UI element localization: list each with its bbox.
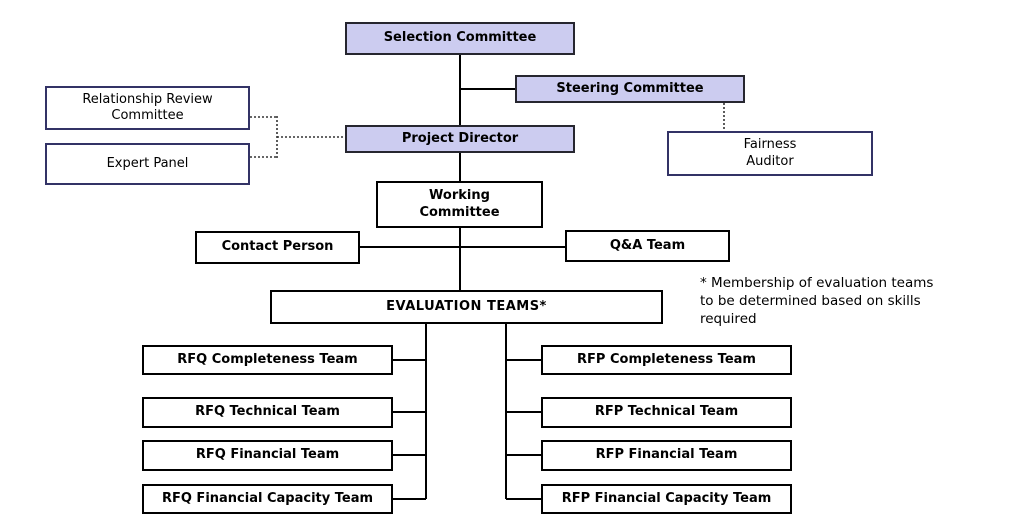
node-rfp-technical-team: RFP Technical Team bbox=[541, 397, 792, 428]
node-rfq-technical-team: RFQ Technical Team bbox=[142, 397, 393, 428]
node-evaluation-teams: EVALUATION TEAMS* bbox=[270, 290, 663, 324]
node-selection-committee: Selection Committee bbox=[345, 22, 575, 55]
node-rfq-financial-capacity-team: RFQ Financial Capacity Team bbox=[142, 484, 393, 514]
node-rfq-completeness-team: RFQ Completeness Team bbox=[142, 345, 393, 375]
node-working-committee: Working Committee bbox=[376, 181, 543, 228]
node-fairness-auditor: Fairness Auditor bbox=[667, 131, 873, 176]
node-rfp-completeness-team: RFP Completeness Team bbox=[541, 345, 792, 375]
node-qa-team: Q&A Team bbox=[565, 230, 730, 262]
node-expert-panel: Expert Panel bbox=[45, 143, 250, 185]
node-rfq-financial-team: RFQ Financial Team bbox=[142, 440, 393, 471]
dotted-connectors bbox=[250, 103, 725, 158]
solid-connectors bbox=[360, 55, 565, 500]
membership-footnote: * Membership of evaluation teams to be d… bbox=[700, 275, 934, 328]
node-rfp-financial-capacity-team: RFP Financial Capacity Team bbox=[541, 484, 792, 514]
node-steering-committee: Steering Committee bbox=[515, 75, 745, 103]
node-contact-person: Contact Person bbox=[195, 231, 360, 264]
node-project-director: Project Director bbox=[345, 125, 575, 153]
node-rfp-financial-team: RFP Financial Team bbox=[541, 440, 792, 471]
node-relationship-review-committee: Relationship Review Committee bbox=[45, 86, 250, 130]
